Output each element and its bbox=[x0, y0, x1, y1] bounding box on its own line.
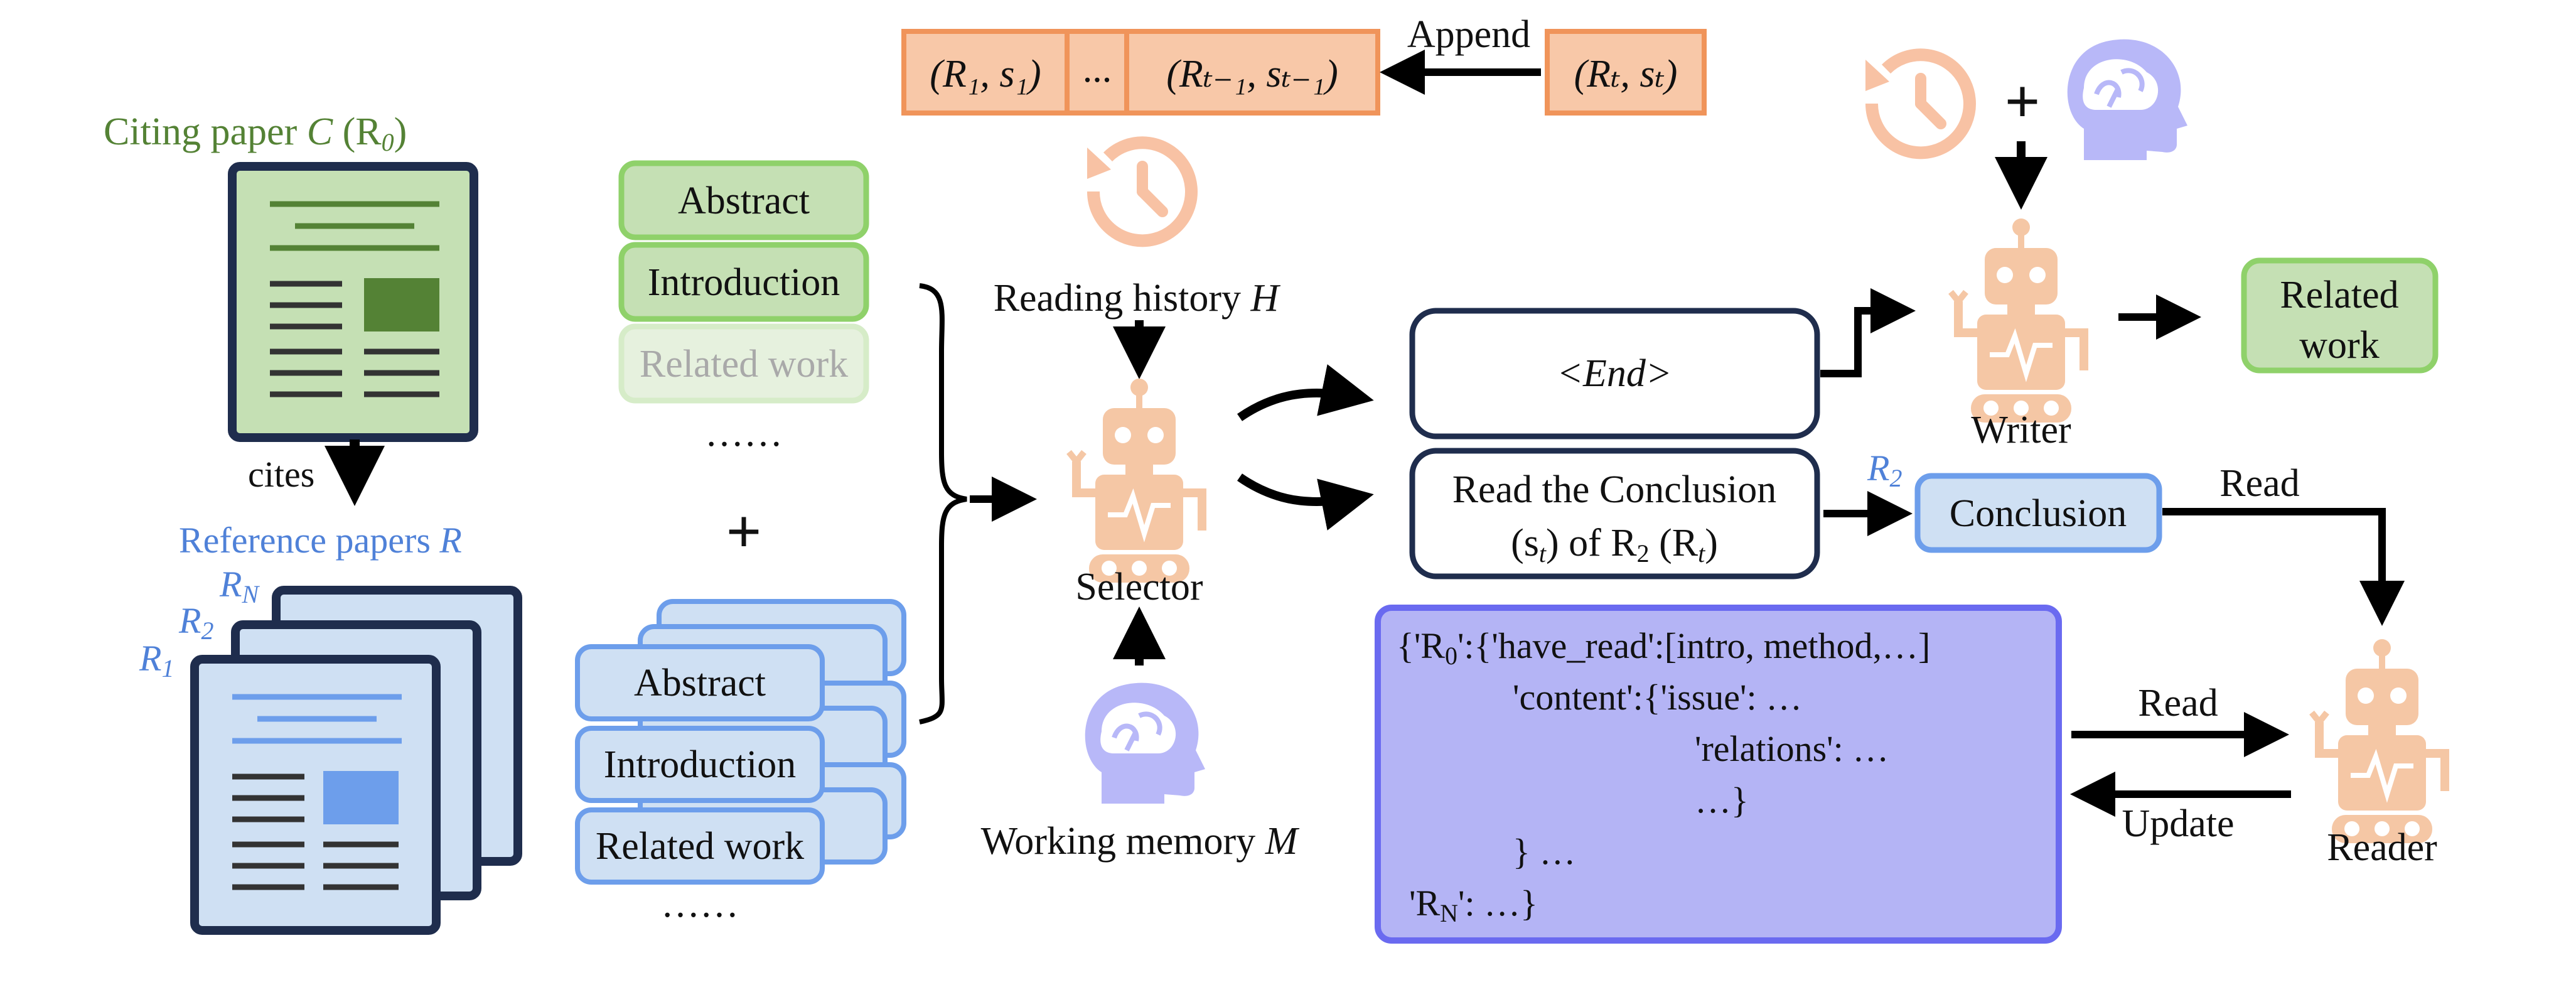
end-decision-label: <End> bbox=[1557, 352, 1672, 395]
end-decision-box bbox=[1409, 308, 1820, 439]
history-queue bbox=[901, 29, 1380, 116]
ref-tag-2: R2 bbox=[178, 600, 213, 645]
selector-to-read-arrow bbox=[1237, 473, 1374, 531]
writer-brain-icon bbox=[2068, 40, 2187, 160]
related-work-output-line1: Related bbox=[2280, 274, 2398, 316]
ref-section-introduction bbox=[575, 726, 825, 803]
conclusion-box bbox=[1914, 473, 2162, 553]
writer-group: + Writer Related work bbox=[1865, 40, 2439, 451]
reader-label: Reader bbox=[2327, 826, 2437, 869]
memory-line-2: 'content':{'issue': … bbox=[1513, 677, 1802, 718]
working-memory-brain-icon bbox=[1085, 683, 1205, 804]
writer-plus: + bbox=[2005, 67, 2041, 136]
citing-sections-ellipsis: …… bbox=[705, 412, 783, 455]
conclusion-ref-tag: R2 bbox=[1867, 448, 1902, 492]
citing-section-related-work bbox=[618, 323, 869, 404]
working-memory-box-group: {'R0':{'have_read':[intro, method,…] 'co… bbox=[1375, 605, 2062, 944]
reference-paper-stack-icon bbox=[190, 586, 522, 935]
ref-section-introduction-label: Introduction bbox=[604, 743, 797, 786]
related-work-output-box bbox=[2241, 257, 2439, 374]
ref-section-abstract bbox=[575, 644, 825, 721]
reference-papers-group: Reference papers R RN R2 R1 bbox=[139, 520, 522, 935]
writer-label: Writer bbox=[1971, 409, 2071, 451]
read-decision-line1: Read the Conclusion bbox=[1452, 468, 1777, 511]
reference-sections-group: Abstract Introduction Related work …… bbox=[575, 599, 906, 925]
inputs-brace bbox=[919, 283, 967, 725]
related-work-output-line2: work bbox=[2299, 324, 2379, 367]
ref-sections-ellipsis: …… bbox=[661, 883, 739, 925]
ref-section-related-work bbox=[575, 807, 825, 885]
citing-section-abstract-label: Abstract bbox=[678, 180, 810, 222]
selector-group: Reading history H Selector Working memor… bbox=[981, 143, 1300, 863]
writer-robot-icon bbox=[1951, 218, 2084, 423]
history-new-cell-label: (Rₜ, sₜ) bbox=[1574, 53, 1678, 95]
decisions-group: <End> Read the Conclusion (st) of R2 (Rt… bbox=[1409, 308, 1820, 579]
memory-line-5: } … bbox=[1513, 831, 1575, 872]
citing-paper-icon bbox=[228, 162, 478, 442]
writer-history-clock-icon bbox=[1865, 55, 1970, 153]
reader-group: R2 Conclusion Read Reader Read Update bbox=[1867, 448, 2445, 869]
append-label: Append bbox=[1407, 13, 1530, 56]
conclusion-to-reader-arrow bbox=[2162, 508, 2405, 626]
read-mid-label: Read bbox=[2138, 682, 2218, 725]
reading-history-label: Reading history H bbox=[994, 277, 1281, 320]
selector-to-end-arrow bbox=[1237, 364, 1374, 421]
conclusion-label: Conclusion bbox=[1950, 492, 2127, 535]
citing-sections-group: Abstract Introduction Related work …… + bbox=[618, 160, 869, 566]
memory-line-4: …} bbox=[1695, 780, 1749, 821]
sections-plus: + bbox=[726, 497, 762, 566]
memory-line-1: {'R0':{'have_read':[intro, method,…] bbox=[1397, 625, 1930, 670]
ref-tag-1: R1 bbox=[139, 638, 174, 682]
citing-section-introduction bbox=[618, 242, 869, 322]
read-decision-line2: (st) of R2 (Rt) bbox=[1511, 522, 1718, 568]
cites-label: cites bbox=[248, 454, 314, 495]
read-top-label: Read bbox=[2219, 462, 2299, 505]
history-new-cell bbox=[1545, 29, 1707, 116]
reading-history-clock-icon bbox=[1087, 143, 1191, 240]
selector-label: Selector bbox=[1075, 566, 1203, 608]
working-memory-label: Working memory M bbox=[981, 820, 1300, 863]
end-to-writer-arrow bbox=[1820, 288, 1916, 377]
citing-paper-group: Citing paper C (R0) cites bbox=[104, 110, 478, 506]
ref-tag-n: RN bbox=[219, 564, 260, 608]
selector-robot-icon bbox=[1069, 379, 1202, 583]
update-label: Update bbox=[2122, 802, 2234, 845]
citing-paper-label: Citing paper C (R0) bbox=[104, 110, 407, 156]
citing-section-abstract bbox=[618, 160, 869, 240]
history-cell-ellipsis: ... bbox=[1083, 48, 1112, 90]
memory-line-6: 'RN': …} bbox=[1409, 883, 1538, 927]
history-queue-group: (R₁, s₁) ... (Rₜ₋₁, sₜ₋₁) (Rₜ, sₜ) Appen… bbox=[901, 13, 1707, 116]
ref-section-related-work-label: Related work bbox=[596, 825, 804, 868]
ref-section-abstract-label: Abstract bbox=[634, 662, 766, 704]
reference-papers-label: Reference papers R bbox=[179, 520, 462, 561]
history-cell-last: (Rₜ₋₁, sₜ₋₁) bbox=[1166, 53, 1338, 95]
citing-section-introduction-label: Introduction bbox=[648, 261, 840, 304]
working-memory-box bbox=[1375, 605, 2062, 944]
read-decision-box bbox=[1409, 448, 1820, 579]
citing-section-related-work-label: Related work bbox=[640, 343, 848, 385]
reader-robot-icon bbox=[2312, 639, 2445, 843]
history-cell-first: (R₁, s₁) bbox=[930, 53, 1041, 95]
memory-line-3: 'relations': … bbox=[1695, 728, 1889, 769]
